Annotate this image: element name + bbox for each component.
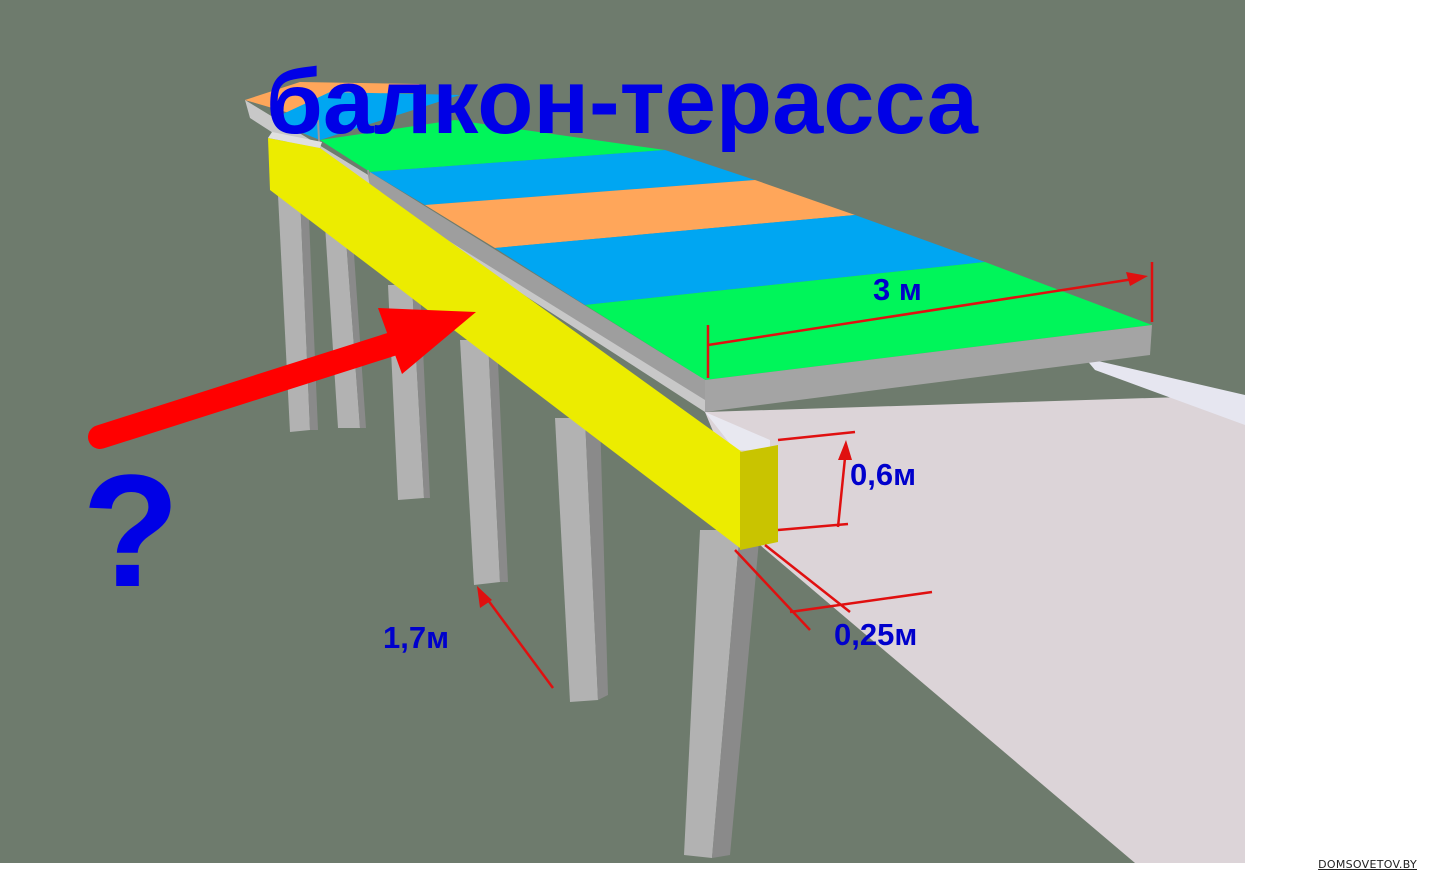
column <box>585 418 608 700</box>
watermark[interactable]: DOMSOVETOV.BY <box>1318 858 1417 871</box>
dim-06-tick-top <box>777 430 856 442</box>
dim-3m-line <box>707 276 1141 347</box>
column <box>488 340 508 582</box>
wall-top-edge <box>1085 358 1245 425</box>
label-beam-width: 0,25м <box>834 617 917 652</box>
column <box>555 418 598 702</box>
beam <box>268 132 778 550</box>
question-mark: ? <box>82 441 180 620</box>
dim-025-line-a <box>764 544 851 613</box>
terrace-slab <box>245 82 1152 412</box>
page-title: балкон-терасса <box>266 51 979 153</box>
column <box>712 530 760 858</box>
pointer-arrow <box>88 308 476 449</box>
dimension-lines <box>483 262 1154 689</box>
dim-025-base <box>789 590 933 614</box>
column <box>345 225 366 428</box>
ledge <box>705 412 770 450</box>
label-column-height: 1,7м <box>383 620 449 655</box>
dim-025-line-b <box>734 549 811 631</box>
column <box>460 340 500 585</box>
column <box>684 530 740 858</box>
label-length: 3 м <box>873 272 922 307</box>
dim-17-line <box>483 595 555 689</box>
dim-06-tick-bottom <box>777 522 849 532</box>
column <box>325 225 360 428</box>
arrowheads <box>477 272 1148 608</box>
dim-06-line <box>836 447 848 528</box>
label-beam-height: 0,6м <box>850 457 916 492</box>
